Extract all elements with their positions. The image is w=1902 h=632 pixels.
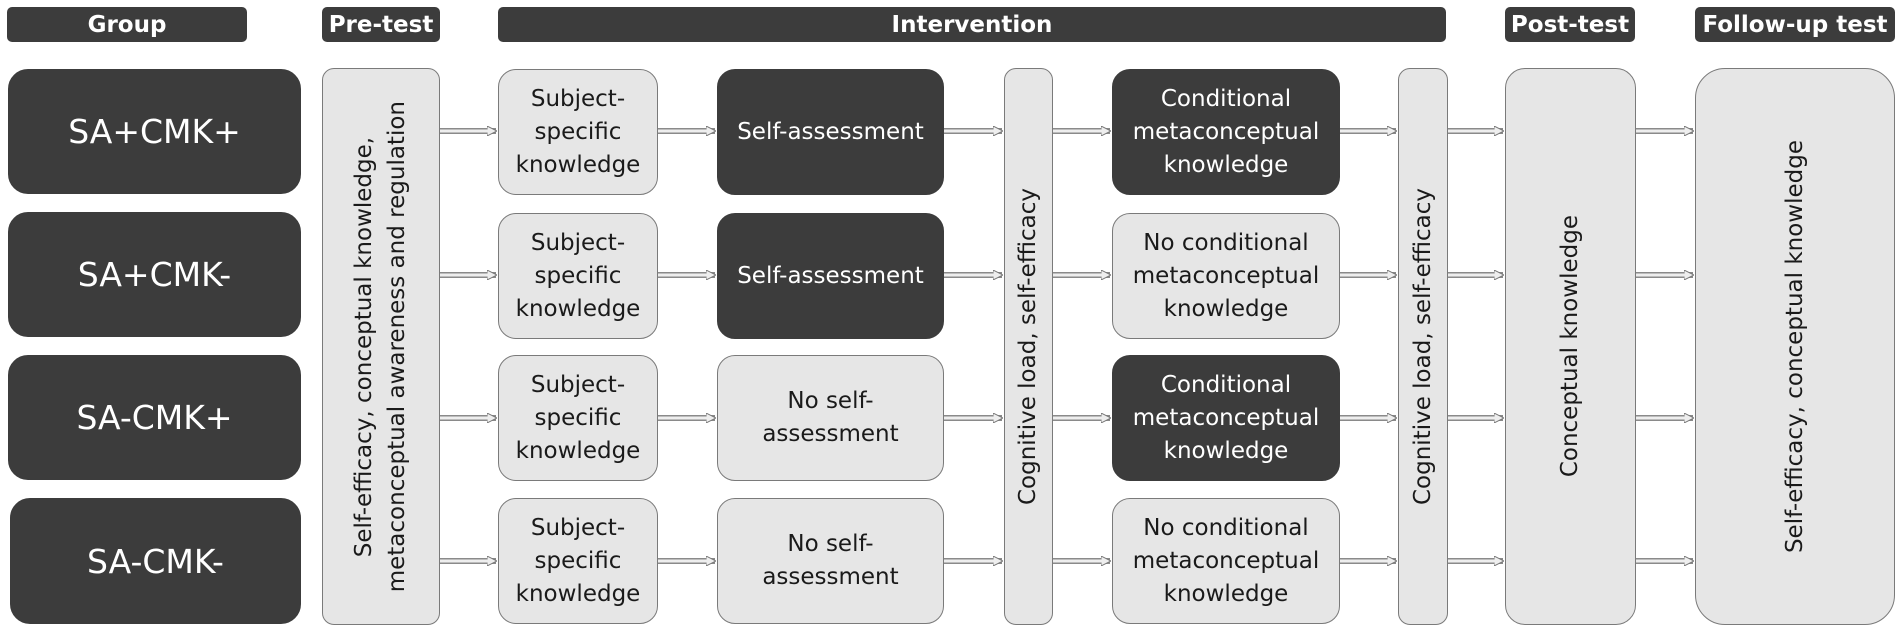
group-box-2: SA+CMK- [8,212,301,337]
self-assessment-box-2: Self-assessment [717,213,944,339]
intervention-measure-1-label: Cognitive load, self-efficacy [1015,187,1041,505]
posttest-measure-box: Conceptual knowledge [1505,68,1636,625]
metaconceptual-box-3: Conditional metaconceptual knowledge [1112,355,1340,481]
self-assessment-box-3: No self- assessment [717,355,944,481]
header-group: Group [7,7,247,42]
header-intervention: Intervention [498,7,1446,42]
followup-measure-label: Self-efficacy, conceptual knowledge [1781,139,1808,554]
posttest-measure-label: Conceptual knowledge [1557,215,1583,478]
header-posttest: Post-test [1505,7,1635,42]
subject-knowledge-box-3: Subject- specific knowledge [498,355,658,481]
pretest-measures-box: Self-efficacy, conceptual knowledge, met… [322,68,440,625]
metaconceptual-box-1: Conditional metaconceptual knowledge [1112,69,1340,195]
pretest-measures-label: Self-efficacy, conceptual knowledge, met… [351,100,410,593]
subject-knowledge-box-2: Subject- specific knowledge [498,213,658,339]
intervention-measure-1-box: Cognitive load, self-efficacy [1004,68,1053,625]
header-pretest: Pre-test [322,7,440,42]
followup-measure-box: Self-efficacy, conceptual knowledge [1695,68,1895,625]
subject-knowledge-box-4: Subject- specific knowledge [498,498,658,624]
group-box-4: SA-CMK- [10,498,301,624]
header-followup: Follow-up test [1695,7,1895,42]
intervention-measure-2-box: Cognitive load, self-efficacy [1398,68,1448,625]
self-assessment-box-4: No self- assessment [717,498,944,624]
metaconceptual-box-2: No conditional metaconceptual knowledge [1112,213,1340,339]
subject-knowledge-box-1: Subject- specific knowledge [498,69,658,195]
group-box-3: SA-CMK+ [8,355,301,480]
metaconceptual-box-4: No conditional metaconceptual knowledge [1112,498,1340,624]
group-box-1: SA+CMK+ [8,69,301,194]
intervention-measure-2-label: Cognitive load, self-efficacy [1409,187,1436,505]
self-assessment-box-1: Self-assessment [717,69,944,195]
